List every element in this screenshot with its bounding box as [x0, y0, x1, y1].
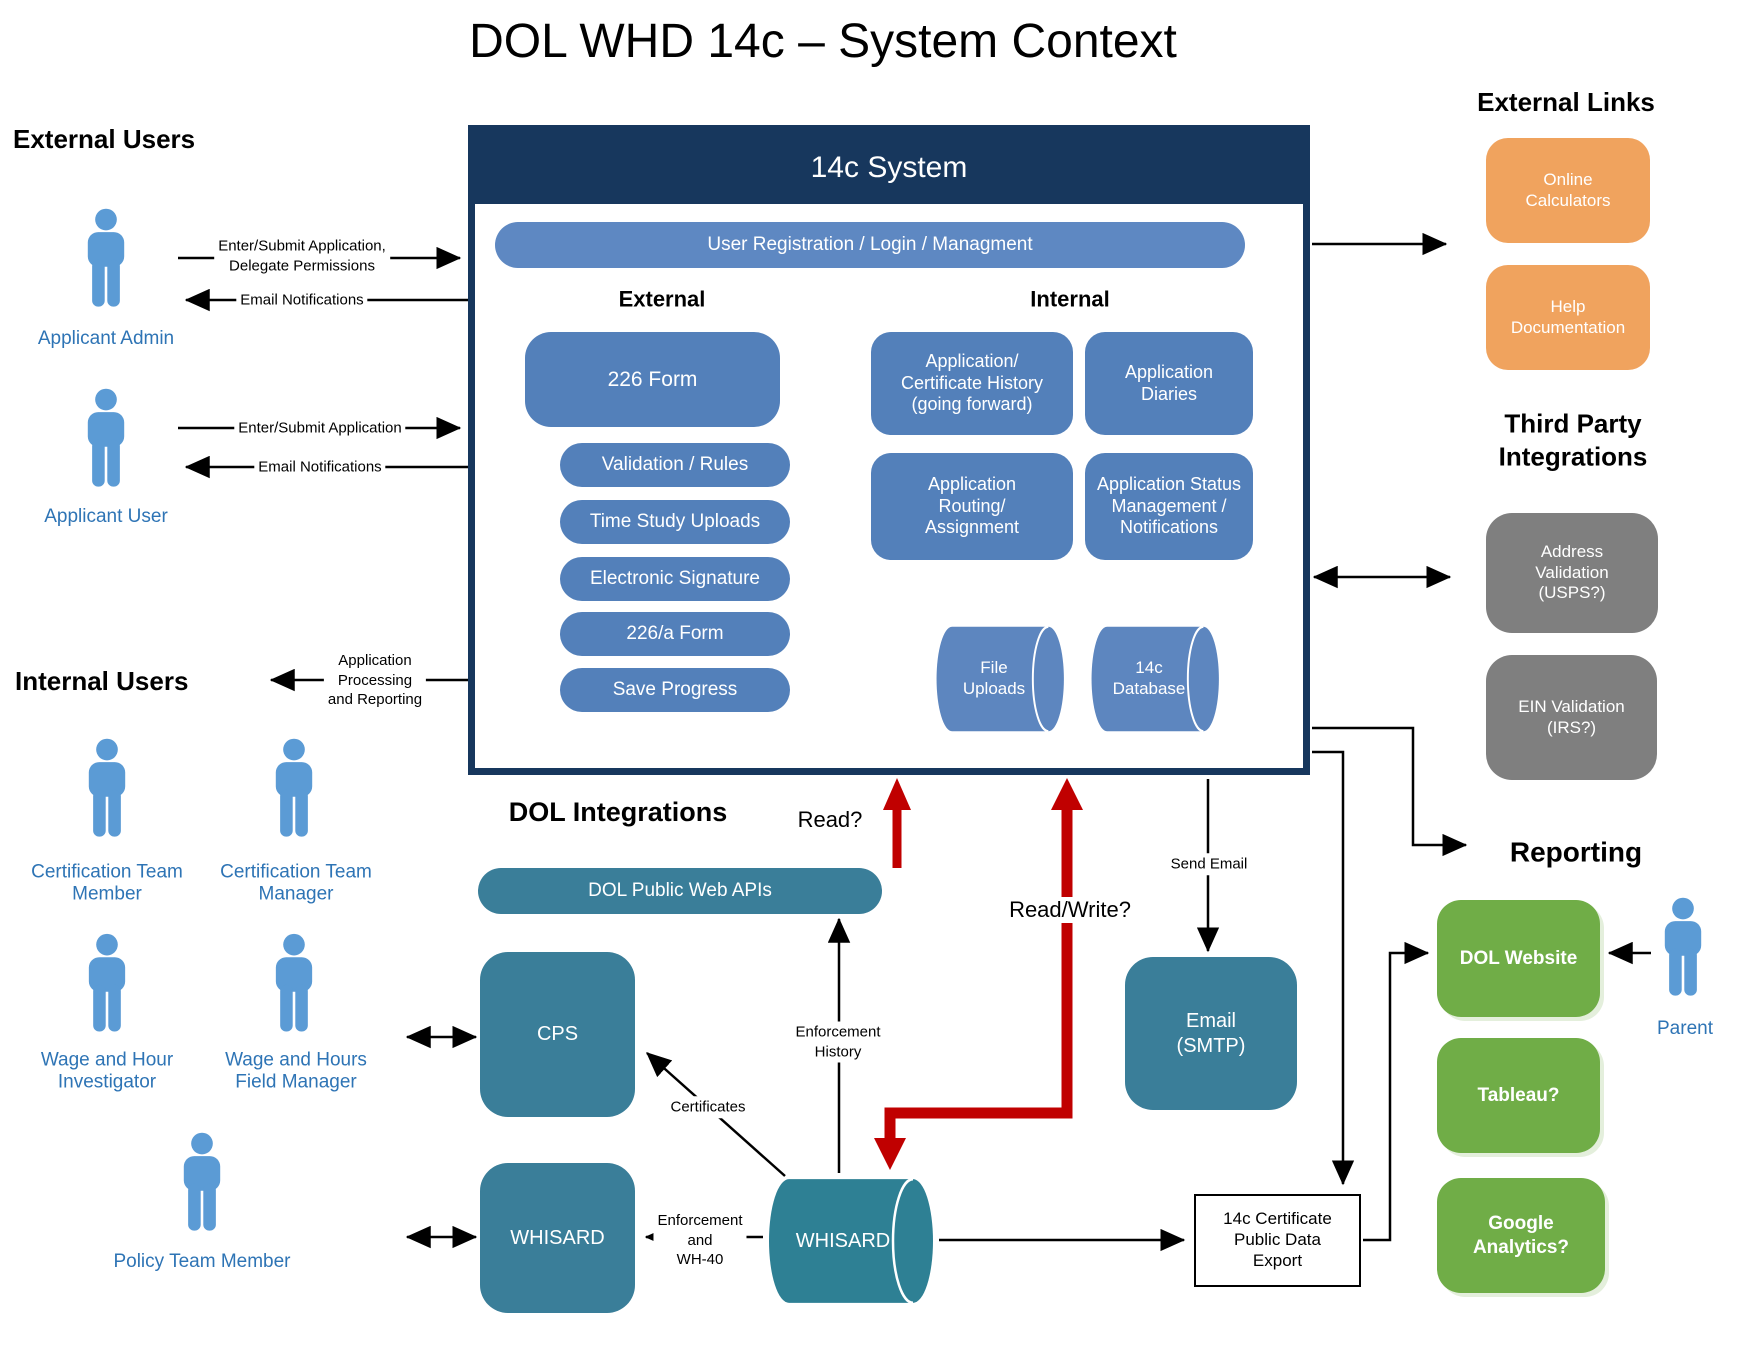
- external-column-heading: External: [618, 286, 706, 312]
- ein-validation-box: EIN Validation (IRS?): [1486, 655, 1657, 780]
- system-title: 14c System: [810, 151, 968, 184]
- sub-item-226a-form: 226/a Form: [560, 612, 790, 656]
- dol-integrations-heading: DOL Integrations: [508, 797, 728, 828]
- cert-team-manager-label: Certification Team Manager: [220, 861, 372, 905]
- tableau-box: Tableau?: [1437, 1038, 1600, 1153]
- wage-hour-investigator-icon: [81, 933, 133, 1041]
- 14c-database-cylinder: [1091, 625, 1219, 733]
- internal-box-status-management: Application Status Management / Notifica…: [1085, 453, 1253, 560]
- red-read-arrows: [874, 778, 1083, 1170]
- flow-certificates-label: Certificates: [666, 1096, 750, 1118]
- system-header: 14c System: [475, 132, 1303, 204]
- sub-item-save-progress: Save Progress: [560, 668, 790, 712]
- flow-enforcement-history-label: Enforcement History: [791, 1021, 885, 1063]
- reporting-heading: Reporting: [1509, 836, 1643, 868]
- sub-item-electronic-signature: Electronic Signature: [560, 557, 790, 601]
- file-uploads-cylinder: [936, 625, 1064, 733]
- internal-box-certificate-history: Application/ Certificate History (going …: [871, 332, 1073, 435]
- sub-item-time-study-uploads: Time Study Uploads: [560, 500, 790, 544]
- flow-export-down-line: [1312, 750, 1355, 1186]
- dol-public-web-apis-pill: DOL Public Web APIs: [478, 868, 882, 914]
- cps-box: CPS: [480, 952, 635, 1117]
- dol-website-box: DOL Website: [1437, 900, 1600, 1017]
- flow-enforcement-wh40-label: Enforcement and WH-40: [653, 1209, 747, 1271]
- flow-submit-user-label: Enter/Submit Application: [234, 417, 406, 439]
- flow-export-to-website-line: [1363, 941, 1430, 1242]
- certificate-export-box: 14c Certificate Public Data Export: [1194, 1194, 1361, 1287]
- google-analytics-box: Google Analytics?: [1437, 1178, 1605, 1293]
- internal-users-heading: Internal Users: [15, 666, 189, 696]
- applicant-user-label: Applicant User: [44, 505, 168, 527]
- 14c-database-label: 14c Database: [1112, 658, 1186, 698]
- parent-label: Parent: [1657, 1017, 1713, 1039]
- address-validation-box: Address Validation (USPS?): [1486, 513, 1658, 633]
- cert-team-member-label: Certification Team Member: [31, 861, 183, 905]
- whisard-db-label: WHISARD: [795, 1229, 891, 1252]
- applicant-admin-label: Applicant Admin: [37, 327, 175, 349]
- external-links-heading: External Links: [1477, 86, 1655, 117]
- flow-email-admin-label: Email Notifications: [236, 289, 368, 311]
- flow-processing-label: Application Processing and Reporting: [323, 649, 427, 711]
- online-calculators-box: Online Calculators: [1486, 138, 1650, 243]
- external-users-heading: External Users: [13, 124, 196, 154]
- flow-email-user-label: Email Notifications: [254, 456, 386, 478]
- wage-hour-investigator-label: Wage and Hour Investigator: [40, 1049, 174, 1093]
- file-uploads-label: File Uploads: [962, 658, 1026, 698]
- sub-item-validation-rules: Validation / Rules: [560, 443, 790, 487]
- third-party-heading: Third Party Integrations: [1498, 408, 1648, 472]
- flow-send-email-label: Send Email: [1166, 853, 1252, 875]
- policy-team-member-label: Policy Team Member: [113, 1250, 291, 1272]
- policy-team-member-icon: [176, 1130, 228, 1242]
- whisard-db-cylinder: [769, 1177, 933, 1305]
- flow-reporting-line: [1312, 726, 1468, 857]
- internal-box-routing-assignment: Application Routing/ Assignment: [871, 453, 1073, 560]
- form-226-box: 226 Form: [525, 332, 780, 427]
- email-smtp-box: Email (SMTP): [1125, 957, 1297, 1110]
- flow-read-write-label: Read/Write?: [1005, 897, 1135, 923]
- cert-team-manager-icon: [268, 736, 320, 848]
- internal-box-application-diaries: Application Diaries: [1085, 332, 1253, 435]
- flow-read-label: Read?: [793, 807, 867, 833]
- whisard-box: WHISARD: [480, 1163, 635, 1313]
- applicant-admin-icon: [80, 206, 132, 318]
- page-title: DOL WHD 14c – System Context: [469, 15, 1177, 68]
- help-documentation-box: Help Documentation: [1486, 265, 1650, 370]
- parent-icon: [1657, 896, 1709, 1006]
- internal-column-heading: Internal: [1030, 286, 1110, 312]
- wage-hours-field-manager-icon: [268, 933, 320, 1041]
- applicant-user-icon: [80, 386, 132, 498]
- wage-hours-field-manager-label: Wage and Hours Field Manager: [225, 1049, 367, 1093]
- flow-submit-delegate-label: Enter/Submit Application, Delegate Permi…: [214, 235, 390, 277]
- cert-team-member-icon: [81, 736, 133, 848]
- user-registration-pill: User Registration / Login / Managment: [495, 222, 1245, 268]
